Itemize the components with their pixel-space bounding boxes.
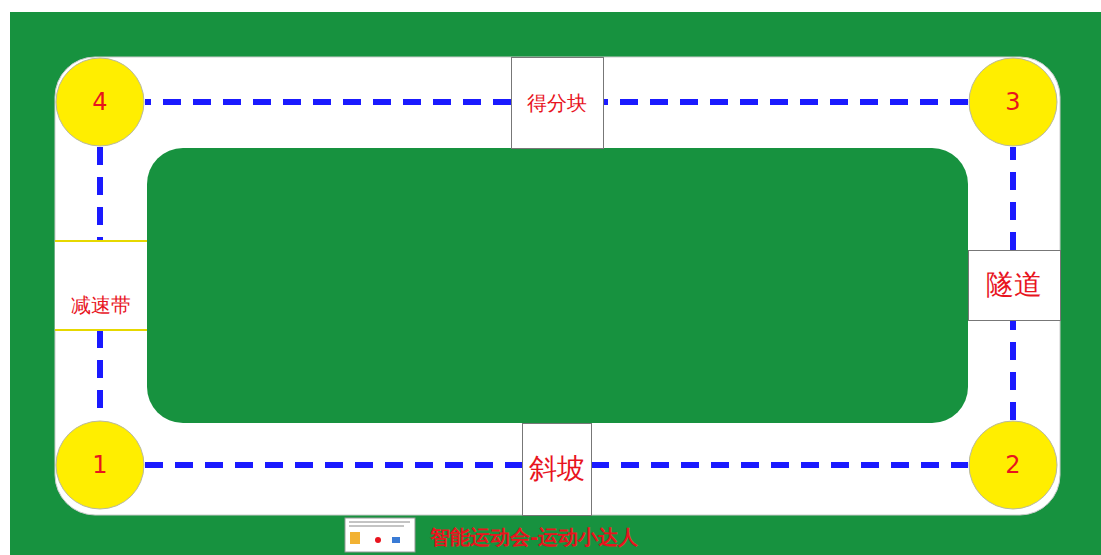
dashed-route-line: [1010, 320, 1016, 420]
zone-label: 减速带: [71, 294, 131, 316]
dashed-route-line: [97, 147, 103, 240]
zone-label: 得分块: [527, 92, 587, 114]
logo-picture: [345, 518, 415, 552]
callout-number: 3: [1005, 89, 1020, 115]
dashed-route-line: [145, 462, 522, 468]
track-surface: [55, 57, 1060, 515]
callout-number: 4: [92, 89, 107, 115]
caption-text: 智能运动会-运动小达人: [430, 526, 638, 548]
dashed-route-line: [145, 99, 511, 105]
grass-background: [10, 12, 1101, 555]
callout-number: 1: [92, 452, 107, 478]
score-block-box: 得分块: [511, 57, 603, 148]
slope-box: 斜坡: [522, 423, 591, 515]
tunnel-box: 隧道: [968, 250, 1060, 320]
dashed-route-line: [1010, 147, 1016, 250]
station-circle: 4: [55, 57, 145, 147]
station-circle: 2: [968, 420, 1058, 510]
dashed-route-line: [97, 330, 103, 420]
callout-number: 2: [1005, 452, 1020, 478]
inner-field: [147, 148, 968, 423]
station-circle: 1: [55, 420, 145, 510]
zone-label: 隧道: [986, 270, 1042, 301]
box-outline: [55, 240, 147, 330]
dashed-route-line: [603, 99, 968, 105]
zone-label: 斜坡: [529, 454, 585, 485]
station-circle: 3: [968, 57, 1058, 147]
dashed-route-line: [591, 462, 968, 468]
speed-bump-band: 减速带: [55, 240, 147, 330]
